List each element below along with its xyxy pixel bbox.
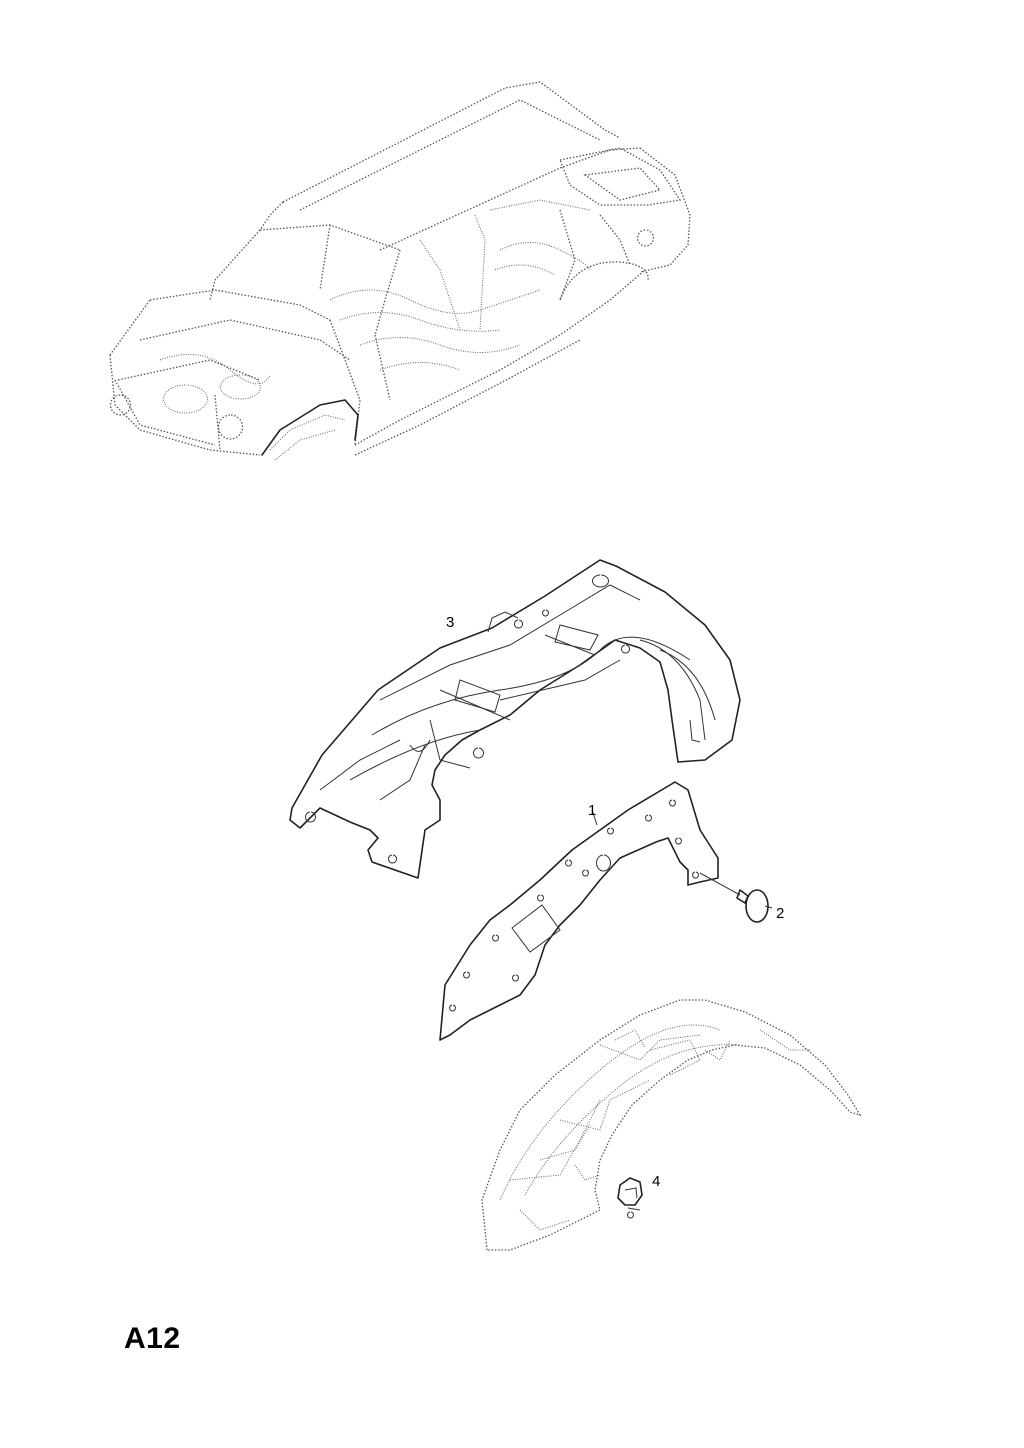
part-1-plate (439, 781, 719, 1041)
part-2-push-fastener (699, 872, 773, 923)
vehicle-body-shell (109, 81, 691, 461)
part-4-clip (617, 1177, 643, 1219)
callout-1-label: 1 (588, 802, 596, 819)
callout-3-label: 3 (446, 614, 454, 631)
part-4-liner-shaded (481, 999, 862, 1251)
part-3-wheelhouse-liner (289, 559, 741, 879)
page-code: A12 (124, 1322, 181, 1355)
callout-2-label: 2 (776, 905, 784, 922)
callout-4-label: 4 (652, 1173, 660, 1190)
